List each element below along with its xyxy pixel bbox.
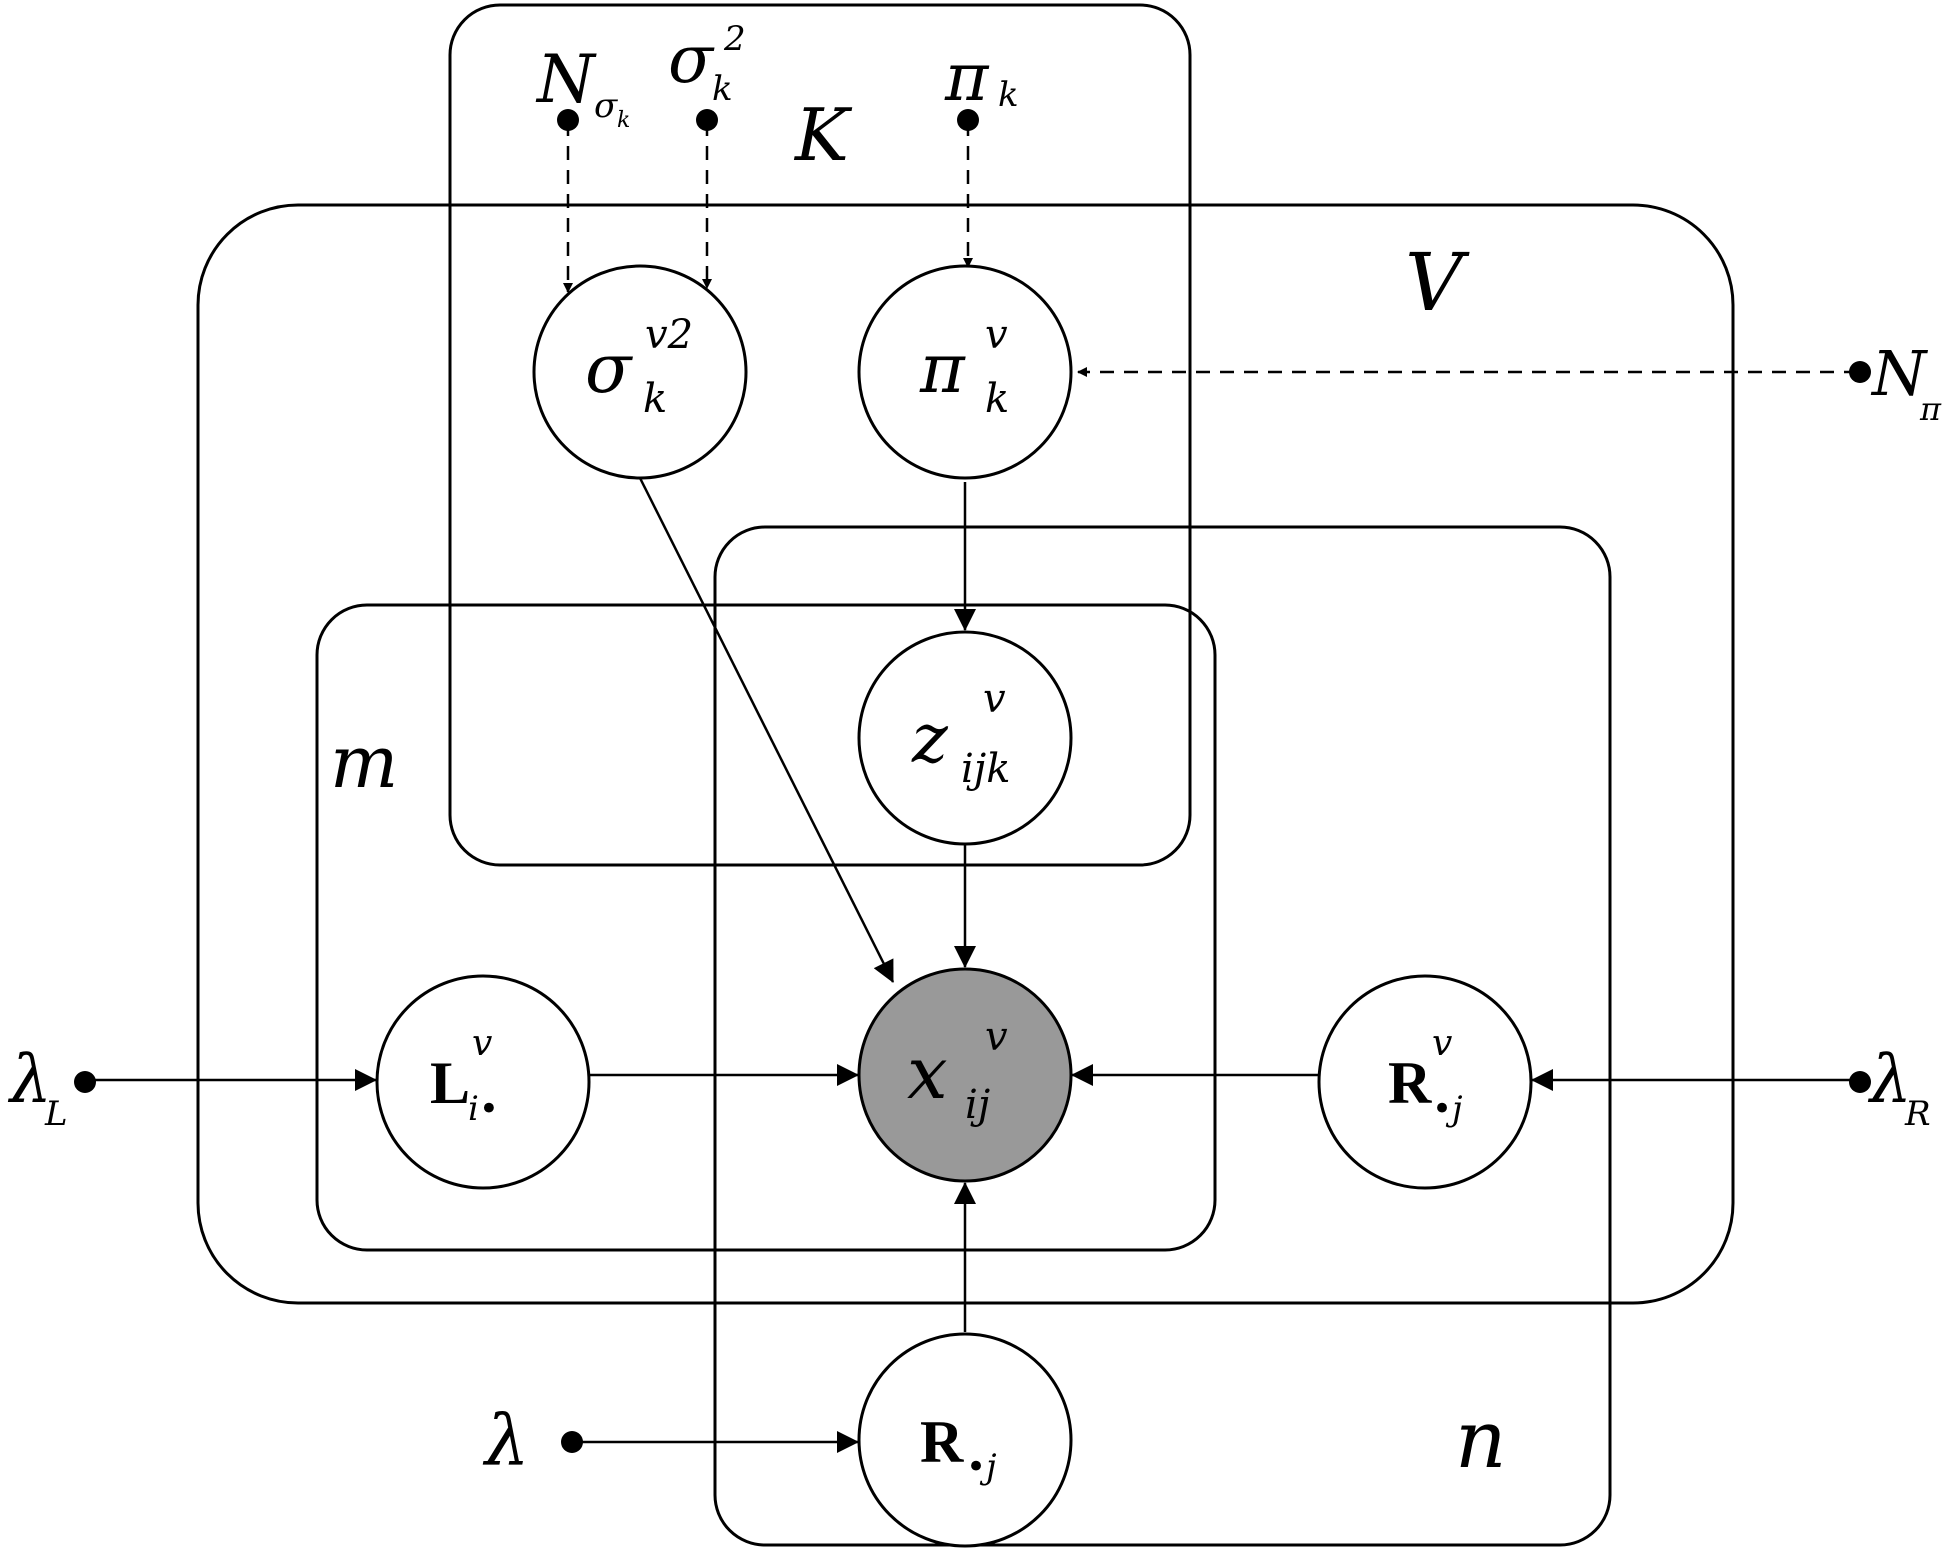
edge-sigma-to-x <box>638 477 895 983</box>
hyper-label-N-pi: N π <box>1870 337 1942 428</box>
node-x-v-ij: x v ij <box>857 967 1073 1183</box>
svg-text:z: z <box>911 700 949 779</box>
hyper-dot-pi-k <box>957 109 979 131</box>
node-pi-v-k: π v k <box>857 264 1073 480</box>
node-R-v-j: R v •j <box>1317 974 1533 1190</box>
hyper-dot-lambda-L <box>74 1071 96 1093</box>
hyper-label-lambda: λ <box>482 1400 529 1482</box>
plate-label-m: m <box>330 720 398 804</box>
svg-text:i•: i• <box>468 1089 499 1129</box>
plate-label-n: n <box>1455 1393 1507 1486</box>
svg-text:λ: λ <box>7 1041 52 1118</box>
node-R-j: R •j <box>857 1332 1073 1548</box>
svg-text:L: L <box>44 1094 68 1134</box>
svg-text:2: 2 <box>723 19 746 59</box>
svg-text:v2: v2 <box>645 312 693 358</box>
hyper-dot-sigma-k2 <box>696 109 718 131</box>
node-L-v-i: L v i• <box>375 974 591 1190</box>
svg-text:N: N <box>535 41 597 118</box>
svg-text:v: v <box>472 1023 492 1064</box>
node-z-v-ijk: z v ijk <box>857 630 1073 846</box>
svg-text:ij: ij <box>965 1082 990 1128</box>
plate-label-K: K <box>793 93 853 177</box>
hyper-label-pi-k: π k <box>944 39 1019 116</box>
svg-text:σ: σ <box>594 86 618 126</box>
svg-text:k: k <box>712 69 733 109</box>
plate-n <box>713 525 1612 1547</box>
node-sigma-v-k: σ v2 k <box>532 264 748 480</box>
svg-text:R: R <box>1388 1050 1432 1116</box>
svg-text:k: k <box>617 108 630 133</box>
svg-text:v: v <box>985 1014 1008 1060</box>
svg-text:π: π <box>1919 390 1942 428</box>
svg-text:π: π <box>944 39 990 116</box>
svg-text:σ: σ <box>668 21 715 98</box>
hyper-dot-N-sigma <box>557 109 579 131</box>
svg-text:v: v <box>985 312 1008 358</box>
hyper-dot-lambda <box>561 1431 583 1453</box>
svg-text:•j: •j <box>1432 1089 1463 1129</box>
svg-text:π: π <box>919 330 966 409</box>
svg-text:λ: λ <box>1867 1041 1912 1118</box>
hyper-label-lambda-L: λ L <box>7 1041 68 1134</box>
svg-text:•j: •j <box>966 1447 997 1487</box>
svg-text:λ: λ <box>482 1400 529 1482</box>
svg-text:ijk: ijk <box>961 746 1010 792</box>
svg-text:R: R <box>1904 1094 1931 1134</box>
svg-text:k: k <box>998 75 1019 115</box>
svg-text:N: N <box>1870 337 1929 410</box>
hyper-label-N-sigma: N σ k <box>535 41 630 133</box>
svg-text:x: x <box>907 1031 948 1115</box>
svg-text:R: R <box>920 1409 964 1475</box>
hyper-dot-N-pi <box>1849 361 1871 383</box>
svg-text:L: L <box>430 1050 470 1116</box>
svg-text:k: k <box>985 376 1009 422</box>
svg-text:v: v <box>1432 1023 1452 1064</box>
hyper-label-sigma-k2: σ 2 k <box>668 19 746 109</box>
plate-m <box>315 603 1217 1252</box>
svg-text:k: k <box>643 376 667 422</box>
svg-text:v: v <box>983 676 1006 722</box>
svg-text:σ: σ <box>585 330 633 409</box>
plate-label-V: V <box>1405 236 1470 329</box>
hyper-label-lambda-R: λ R <box>1867 1041 1931 1134</box>
hyper-dot-lambda-R <box>1849 1071 1871 1093</box>
plate-K <box>448 3 1192 867</box>
